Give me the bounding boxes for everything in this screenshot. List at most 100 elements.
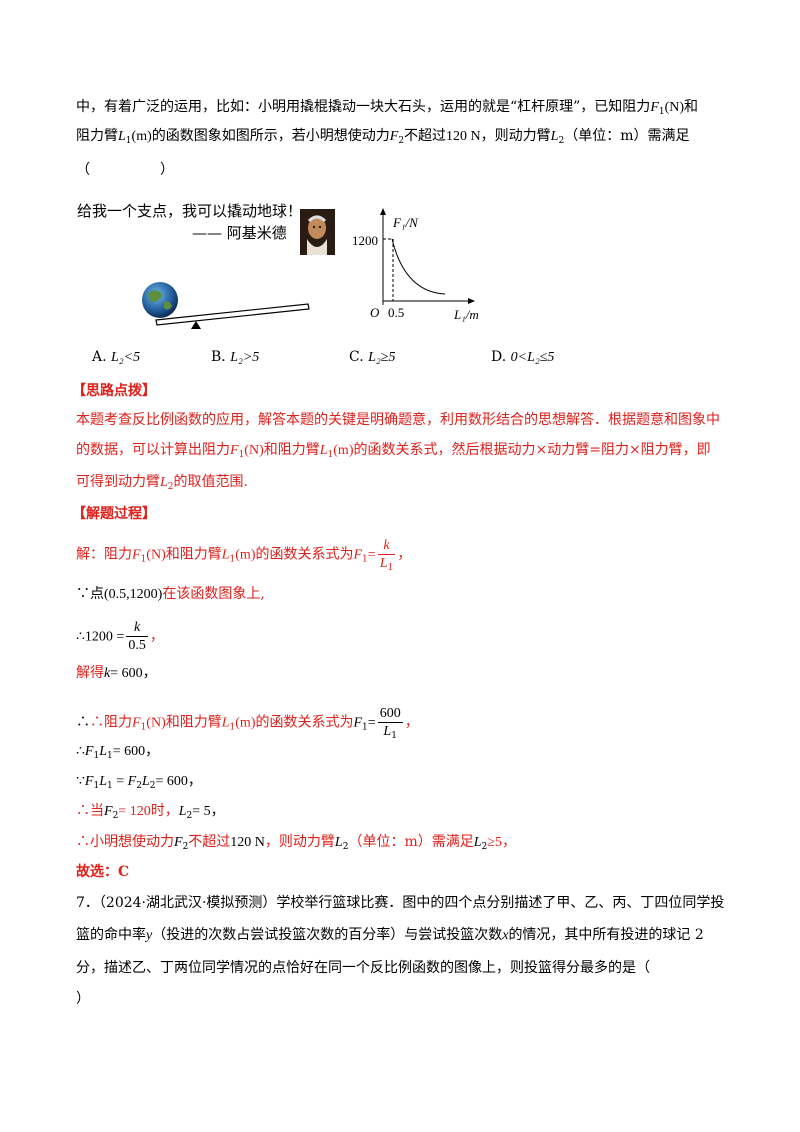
solution-text: 在该函数图象上, xyxy=(162,586,265,602)
sub: 1 xyxy=(107,781,113,791)
sub: 1 xyxy=(238,450,245,460)
archimedes-portrait xyxy=(300,209,335,255)
x-axis xyxy=(383,298,475,304)
sub: 1 xyxy=(387,563,394,573)
unit-n: (N) xyxy=(244,443,264,458)
tick-1200: 1200 xyxy=(352,233,378,248)
unit-n: (N) xyxy=(146,547,166,563)
sub: 1 xyxy=(229,722,236,733)
hint-line-3: 可得到动力臂L2的取值范围. xyxy=(76,472,248,493)
problem-line-1: 中，有着广泛的运用，比如：小明用撬棍撬动一块大石头，运用的就是“杠杆原理”，已知… xyxy=(76,97,698,118)
solution-text: 和阻力臂 xyxy=(165,546,222,563)
problem-text: ，则动力臂 xyxy=(480,128,551,144)
sub: 1 xyxy=(140,554,147,565)
option-letter: B. xyxy=(211,349,226,365)
unit-n: (N) xyxy=(664,100,685,115)
var-L: L xyxy=(550,129,559,144)
hint-text: 的数据，可以计算出阻力 xyxy=(76,442,230,458)
punct: ， xyxy=(149,628,164,645)
sub: 2 xyxy=(136,781,142,791)
unit-n: (N) xyxy=(146,715,166,731)
var-F: F xyxy=(84,774,94,789)
var-L: L xyxy=(160,475,168,490)
inverse-curve xyxy=(391,238,446,295)
solution-eq: = 600， xyxy=(110,666,157,681)
option-expr: L₂>5 xyxy=(230,350,260,365)
var-F: F xyxy=(174,835,183,850)
lever-illustration xyxy=(142,282,310,329)
hint-line-2: 的数据，可以计算出阻力F1(N)和阻力臂L1(m)的函数关系式，然后根据动力×动… xyxy=(76,440,711,461)
sub: 2 xyxy=(112,811,119,821)
next-problem-line-3: 分，描述乙、丁两位同学情况的点恰好在同一个反比例函数的图像上，则投篮得分最多的是… xyxy=(76,960,650,976)
problem-text: 篮的命中率 xyxy=(76,927,146,943)
var-L: L xyxy=(221,547,230,563)
option-letter: D. xyxy=(491,349,507,365)
var-L: L xyxy=(118,129,126,144)
solution-text: ，则动力臂 xyxy=(264,834,335,850)
unit-m: (m) xyxy=(235,547,256,563)
option-b: B. L₂>5 xyxy=(211,349,259,366)
solution-text: ∴当 xyxy=(76,803,104,819)
denominator: 0.5 xyxy=(128,638,146,653)
solution-eq: = 120时， xyxy=(118,804,179,819)
tick-0-5: 0.5 xyxy=(388,305,404,320)
var-F: F xyxy=(353,715,363,731)
solution-step-7: ∵F1L1 = F2L2= 600， xyxy=(76,773,202,791)
option-expr: L₂<5 xyxy=(111,350,141,365)
var-F: F xyxy=(127,774,137,789)
var-k: k xyxy=(104,666,111,681)
solution-step-8: ∴当F2= 120时，L2= 5， xyxy=(76,801,225,822)
option-a: A. L₂<5 xyxy=(92,349,140,366)
sub: 2 xyxy=(342,842,349,852)
var-L: L xyxy=(99,744,108,759)
solution-text: 解得 xyxy=(76,665,104,681)
var-F: F xyxy=(353,547,363,563)
option-c: C. L₂≥5 xyxy=(349,349,395,366)
solution-eq: = 600， xyxy=(112,744,160,759)
solution-text: （单位：m）需满足 xyxy=(348,834,474,850)
solution-text: ∴小明想使动力 xyxy=(76,834,174,850)
problem-line-2: 阻力臂L1(m)的函数图象如图所示，若小明想使动力F2不超过120 N，则动力臂… xyxy=(76,126,689,147)
sub: 2 xyxy=(398,136,405,146)
var-F: F xyxy=(84,744,94,759)
option-expr: 0<L₂≤5 xyxy=(510,350,555,365)
var-F: F xyxy=(230,443,239,458)
problem-text: 阻力臂 xyxy=(76,128,118,144)
problem-text: 的函数图象如图所示，若小明想使动力 xyxy=(151,128,390,144)
solution-heading: 【解题过程】 xyxy=(72,506,156,522)
option-letter: C. xyxy=(349,349,364,365)
sub: 1 xyxy=(327,450,334,460)
because: ∵ xyxy=(76,773,85,789)
option-expr: L₂≥5 xyxy=(368,350,396,365)
hint-text: 的取值范围. xyxy=(173,474,248,490)
sub: 1 xyxy=(107,751,113,761)
sub: 1 xyxy=(362,554,368,565)
value-120n: 120 N xyxy=(446,129,481,144)
sub: 1 xyxy=(658,107,665,117)
sub: 1 xyxy=(140,722,147,733)
var-L: L xyxy=(383,724,392,739)
problem-text: 的情况，其中所有投进的球记 2 xyxy=(508,927,704,943)
answer-blank: （ ） xyxy=(76,162,174,178)
solution-text: 解：阻力 xyxy=(76,546,132,563)
problem-text: （投进的次数占尝试投篮次数的百分率）与尝试投篮次数 xyxy=(152,927,503,943)
solution-eq: ∴1200 = xyxy=(76,629,125,645)
lever-bar xyxy=(155,303,310,326)
problem-text: 不超过 xyxy=(404,128,447,144)
problem-text: 和 xyxy=(684,99,699,115)
hint-text: 可得到动力臂 xyxy=(76,474,160,490)
solution-text: ∵点 xyxy=(76,586,104,602)
sub: 2 xyxy=(481,842,488,852)
numerator: k xyxy=(377,537,396,555)
hint-line-1: 本题考查反比例函数的应用，解答本题的关键是明确题意，利用数形结合的思想解答．根据… xyxy=(76,412,720,428)
problem-text: （单位：m）需满足 xyxy=(564,128,690,144)
sub: 1 xyxy=(125,136,132,146)
var-F: F xyxy=(389,129,399,144)
solution-text: 和阻力臂 xyxy=(165,714,222,731)
therefore: ∴ xyxy=(76,743,85,759)
quote-line-1: 给我一个支点，我可以撬动地球！ xyxy=(77,202,303,220)
function-graph: F₁/N L₁/m O 1200 0.5 xyxy=(352,208,479,322)
option-d: D. 0<L₂≤5 xyxy=(491,349,554,366)
